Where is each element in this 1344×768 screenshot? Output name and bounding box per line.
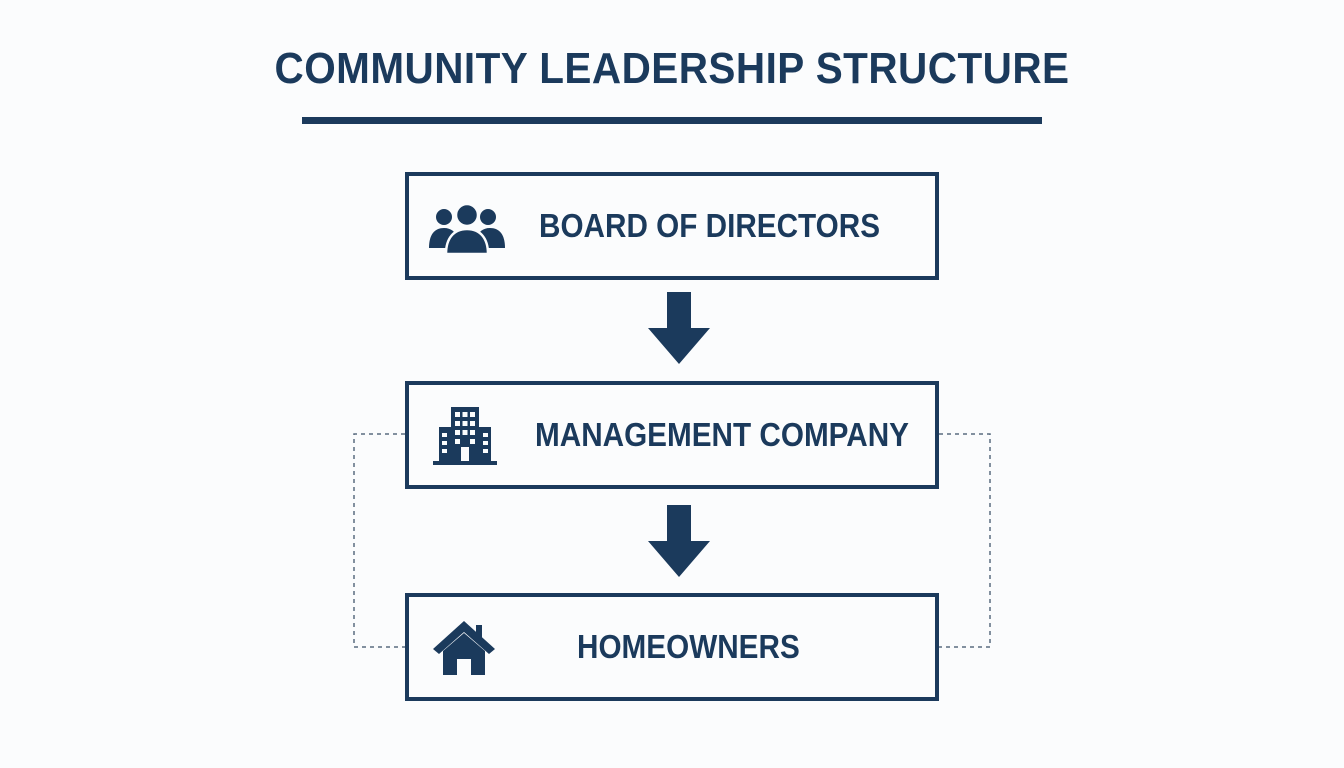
board-of-directors-box: BOARD OF DIRECTORS bbox=[405, 172, 939, 280]
people-group-icon bbox=[429, 202, 505, 256]
dashed-connector-right bbox=[939, 433, 991, 648]
homeowners-label: HOMEOWNERS bbox=[577, 628, 800, 665]
board-of-directors-label: BOARD OF DIRECTORS bbox=[539, 207, 881, 244]
homeowners-box: HOMEOWNERS bbox=[405, 593, 939, 701]
management-company-box: MANAGEMENT COMPANY bbox=[405, 381, 939, 489]
management-company-label: MANAGEMENT COMPANY bbox=[535, 416, 909, 453]
down-arrow-icon bbox=[648, 292, 710, 364]
dashed-connector-left bbox=[353, 433, 405, 648]
title-underline bbox=[302, 117, 1042, 124]
diagram-title: COMMUNITY LEADERSHIP STRUCTURE bbox=[274, 44, 1070, 93]
house-icon bbox=[433, 621, 495, 675]
building-icon bbox=[433, 407, 497, 465]
down-arrow-icon bbox=[648, 505, 710, 577]
